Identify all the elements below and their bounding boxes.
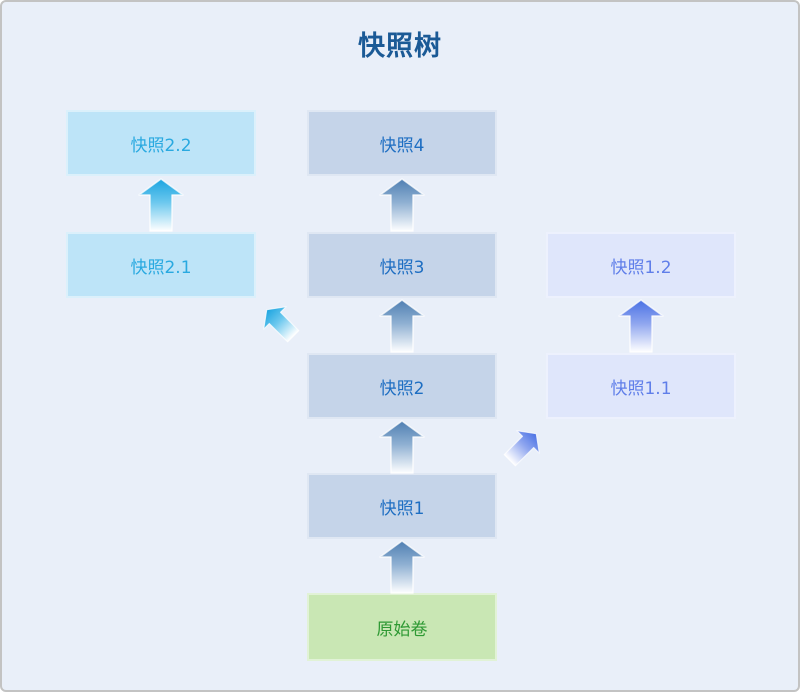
node-snapshot2: 快照2 bbox=[307, 353, 497, 419]
node-snapshot1: 快照1 bbox=[307, 473, 497, 539]
node-snapshot2-1-label: 快照2.1 bbox=[130, 257, 192, 278]
arrow-up-icon-snapshot2-to-3 bbox=[379, 299, 425, 353]
node-snapshot1-2-label: 快照1.2 bbox=[610, 257, 672, 278]
node-origin-volume-label: 原始卷 bbox=[376, 619, 428, 640]
arrow-up-icon-snapshot1-to-2 bbox=[379, 420, 425, 474]
node-snapshot2-label: 快照2 bbox=[379, 378, 425, 399]
node-snapshot1-2: 快照1.2 bbox=[546, 232, 736, 298]
arrow-up-icon-snapshot1-1-to-1-2 bbox=[618, 299, 664, 353]
node-snapshot1-1-label: 快照1.1 bbox=[610, 378, 672, 399]
diagram-title: 快照树 bbox=[358, 31, 442, 62]
node-snapshot1-1: 快照1.1 bbox=[546, 353, 736, 419]
arrow-up-icon-snapshot2-1-to-2-2 bbox=[138, 178, 184, 232]
node-snapshot2-2: 快照2.2 bbox=[66, 110, 256, 176]
node-snapshot3-label: 快照3 bbox=[379, 257, 425, 278]
node-snapshot2-2-label: 快照2.2 bbox=[130, 135, 192, 156]
node-snapshot4-label: 快照4 bbox=[379, 135, 425, 156]
arrow-up-icon-snapshot3-to-4 bbox=[379, 178, 425, 232]
arrow-up-right-icon-snapshot1-to-1-1 bbox=[499, 423, 548, 472]
node-snapshot1-label: 快照1 bbox=[379, 498, 425, 519]
arrow-up-left-icon-snapshot2-to-2-1 bbox=[256, 299, 305, 348]
node-snapshot2-1: 快照2.1 bbox=[66, 232, 256, 298]
node-snapshot4: 快照4 bbox=[307, 110, 497, 176]
arrow-up-icon-origin-to-snapshot1 bbox=[379, 540, 425, 594]
node-origin-volume: 原始卷 bbox=[307, 593, 497, 661]
node-snapshot3: 快照3 bbox=[307, 232, 497, 298]
